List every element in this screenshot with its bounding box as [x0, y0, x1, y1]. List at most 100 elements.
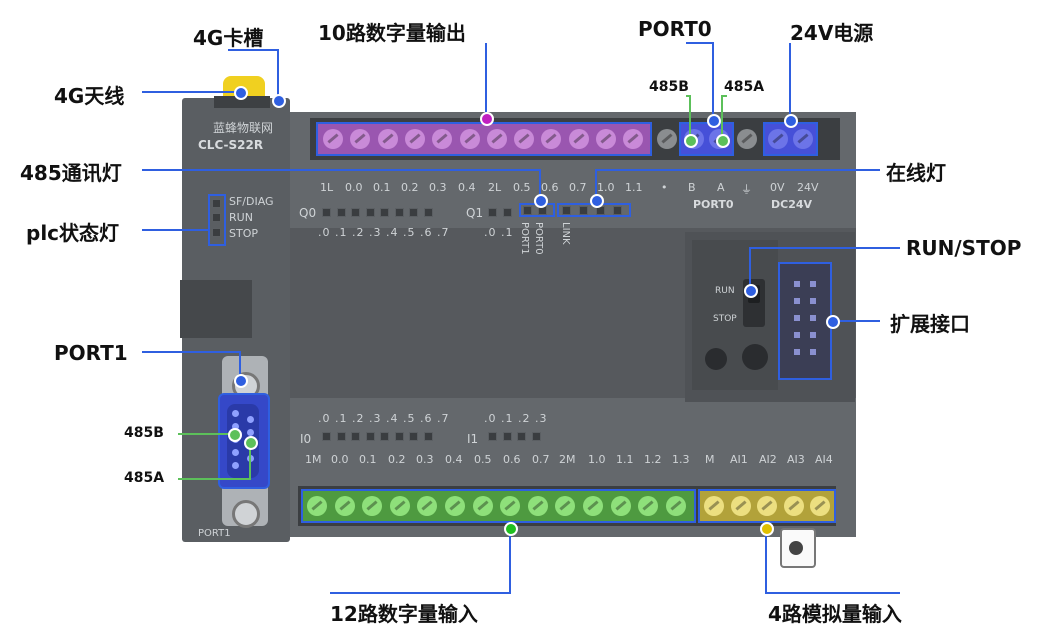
top-terminal-label: 0.6 [541, 181, 559, 194]
db9-pin [247, 416, 254, 423]
input-terminal-screw [307, 496, 327, 516]
round-button [742, 344, 768, 370]
bottom-terminal-label: 1.1 [616, 453, 634, 466]
q0-led [409, 208, 418, 217]
bottom-terminal-label: 0.0 [331, 453, 349, 466]
analog-terminal-screw [730, 496, 751, 516]
terminal-screw-dark [657, 129, 677, 149]
comm-led [523, 206, 532, 215]
status-led-sf [212, 199, 221, 208]
online-led [613, 206, 622, 215]
input-terminal-screw [638, 496, 659, 516]
digital-input-terminals [301, 489, 696, 523]
expansion-port[interactable] [778, 262, 832, 380]
i0-indices: .0 .1 .2 .3 .4 .5 .6 .7 [318, 412, 450, 425]
top-terminal-label: 0V [770, 181, 785, 194]
expansion-pin [794, 332, 800, 338]
bottom-terminal-label: 0.3 [416, 453, 434, 466]
top-terminal-label: A [717, 181, 725, 194]
i0-led [351, 432, 360, 441]
expansion-pin [810, 298, 816, 304]
q0-label: Q0 [299, 206, 317, 220]
output-terminal-screw [514, 129, 535, 149]
output-terminal-screw [486, 129, 507, 149]
q1-indices: .0 .1 [484, 226, 514, 239]
online-led [579, 206, 588, 215]
side-clip [180, 280, 252, 338]
top-terminal-label: 2L [488, 181, 502, 194]
dot-port1-485b [228, 428, 242, 442]
status-label-sf: SF/DIAG [229, 195, 274, 208]
top-dc24v-label: DC24V [771, 198, 813, 211]
label-expansion-port: 扩展接口 [890, 312, 970, 336]
analog-terminal-screw [757, 496, 777, 516]
dot-power [784, 114, 798, 128]
expansion-pin [794, 298, 800, 304]
top-terminal-label: • [661, 181, 668, 194]
bottom-terminal-label: 1.2 [644, 453, 662, 466]
status-label-run: RUN [229, 211, 253, 224]
i1-label: I1 [467, 432, 479, 446]
i1-led [517, 432, 526, 441]
i0-led [322, 432, 331, 441]
top-terminal-label: 0.3 [429, 181, 447, 194]
label-analog-input: 4路模拟量输入 [768, 602, 902, 626]
output-terminal-screw [568, 129, 589, 149]
dot-run-stop [744, 284, 758, 298]
label-port0: PORT0 [638, 17, 712, 41]
label-digital-input: 12路数字量输入 [330, 602, 478, 626]
bottom-terminal-label: AI4 [815, 453, 833, 466]
bottom-terminal-label: 0.4 [445, 453, 463, 466]
status-led-stop [212, 228, 221, 237]
dot-port1-485a [244, 436, 258, 450]
dot-port0 [707, 114, 721, 128]
i1-indices: .0 .1 .2 .3 [484, 412, 548, 425]
dot-port1 [234, 374, 248, 388]
top-terminal-label: 1.1 [625, 181, 643, 194]
label-online-led: 在线灯 [886, 161, 946, 185]
port1-bottom-label: PORT1 [198, 528, 231, 539]
expansion-pin [810, 315, 816, 321]
output-terminal-screw [350, 129, 371, 149]
input-terminal-screw [527, 496, 548, 516]
bottom-terminal-label: 2M [559, 453, 576, 466]
mount-hole [789, 541, 803, 555]
expansion-pin [794, 349, 800, 355]
q0-led [394, 208, 404, 217]
i1-led [488, 432, 497, 441]
analog-terminal-screw [783, 496, 804, 516]
output-terminal-screw [432, 129, 453, 149]
dot-expansion [826, 315, 840, 329]
top-terminal-label: B [688, 181, 696, 194]
dot-digital-in [504, 522, 518, 536]
port1-screw-bottom [232, 500, 260, 528]
i1-led [502, 432, 512, 441]
db9-pin [232, 423, 239, 430]
switch-stop-label: STOP [713, 314, 737, 324]
comm-label-port0: PORT0 [533, 222, 544, 255]
bottom-terminal-label: 0.1 [359, 453, 377, 466]
label-port1-485b: 485B [124, 425, 164, 441]
i0-label: I0 [300, 432, 312, 446]
top-terminal-label: 1.0 [597, 181, 615, 194]
comm-label-port1: PORT1 [519, 222, 530, 255]
terminal-screw-dark [737, 129, 757, 149]
input-terminal-screw [334, 496, 355, 516]
online-led [562, 206, 571, 215]
comm-label-link: LINK [560, 222, 571, 245]
db9-pin [232, 410, 239, 417]
output-terminal-screw [459, 129, 480, 149]
output-terminal-screw [596, 129, 616, 149]
bottom-terminal-label: 0.2 [388, 453, 406, 466]
input-terminal-screw [555, 496, 576, 516]
db9-pin [247, 429, 254, 436]
top-terminal-label: 1L [320, 181, 334, 194]
expansion-pin [810, 332, 816, 338]
dot-port0-485a [716, 134, 730, 148]
db9-pin [247, 455, 254, 462]
top-terminal-label: 0.2 [401, 181, 419, 194]
input-terminal-screw [445, 496, 465, 516]
q0-led [336, 208, 346, 217]
expansion-pin [810, 349, 816, 355]
label-24v-power: 24V电源 [790, 21, 874, 45]
